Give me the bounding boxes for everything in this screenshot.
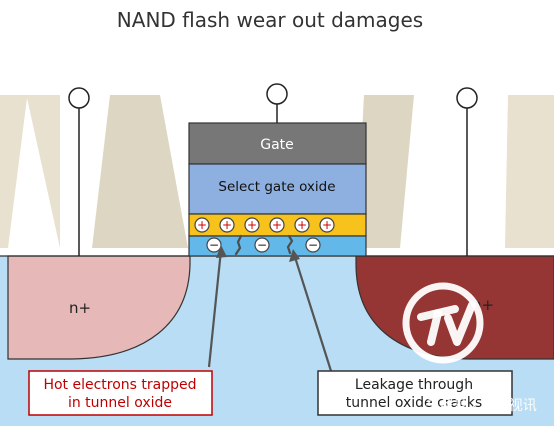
negative-charge-icon: − [206,237,222,253]
right-callout-box [317,370,513,416]
left-callout-line-1: Hot electrons trapped [43,377,196,393]
negative-charge-group: −−− [206,237,321,253]
tv-watermark-logo [402,282,484,364]
watermark-ring-icon [402,282,484,364]
diagram-title: NAND flash wear out damages [117,8,423,32]
positive-charge-circle [194,217,210,233]
positive-charge-symbol: + [322,218,332,232]
left-callout-line-2: in tunnel oxide [68,395,172,411]
negative-charge-symbol: − [257,238,267,252]
watermark-source-text: 头条号 / 科技视讯 [425,397,537,414]
positive-charge-symbol: + [222,218,232,232]
positive-charge-circle [244,217,260,233]
right-callout-arrow-line [292,253,333,372]
left-crack-icon [234,234,243,256]
watermark-v-icon [444,301,476,346]
negative-charge-symbol: − [209,238,219,252]
positive-charge-icon: + [294,217,310,233]
tunnel-oxide-layer [188,235,367,257]
positive-charge-circle [269,217,285,233]
select-gate-oxide-label: Select gate oxide [218,179,335,195]
left-side-notch [8,98,60,248]
positive-charge-circle [294,217,310,233]
positive-charge-symbol: + [272,218,282,232]
right-terminal-icon [456,87,478,109]
gate-terminal-icon [266,83,288,105]
left-terminal-icon [68,87,90,109]
left-n-plus-region [7,255,191,360]
positive-charge-group: + + + + + + [194,217,335,233]
positive-charge-icon: + [194,217,210,233]
negative-charge-icon: − [305,237,321,253]
positive-charge-symbol: + [197,218,207,232]
left-gate-well [92,95,188,248]
positive-charge-symbol: + [247,218,257,232]
positive-charge-icon: + [244,217,260,233]
positive-charge-icon: + [219,217,235,233]
left-callout-box [28,370,213,416]
negative-charge-symbol: − [308,238,318,252]
right-side-structure [505,95,554,248]
positive-charge-symbol: + [297,218,307,232]
left-callout-arrow-line [207,249,223,368]
positive-charge-circle [219,217,235,233]
left-callout-arrow-head [216,245,227,258]
gate-label: Gate [260,137,294,153]
select-gate-oxide-layer [188,163,367,215]
right-callout-line-1: Leakage through [355,377,473,393]
right-callout-arrow-head [289,249,300,262]
right-gate-well [356,95,414,248]
positive-charge-icon: + [269,217,285,233]
watermark-t-stem-icon [427,309,442,346]
positive-charge-icon: + [319,217,335,233]
right-crack-icon [286,234,294,255]
gate-layer [188,122,367,165]
positive-charge-circle [319,217,335,233]
left-n-plus-label: n+ [69,299,91,317]
right-callout-line-2: tunnel oxide cracks [346,395,482,411]
negative-charge-icon: − [254,237,270,253]
negative-charge-circle [305,237,321,253]
negative-charge-circle [254,237,270,253]
